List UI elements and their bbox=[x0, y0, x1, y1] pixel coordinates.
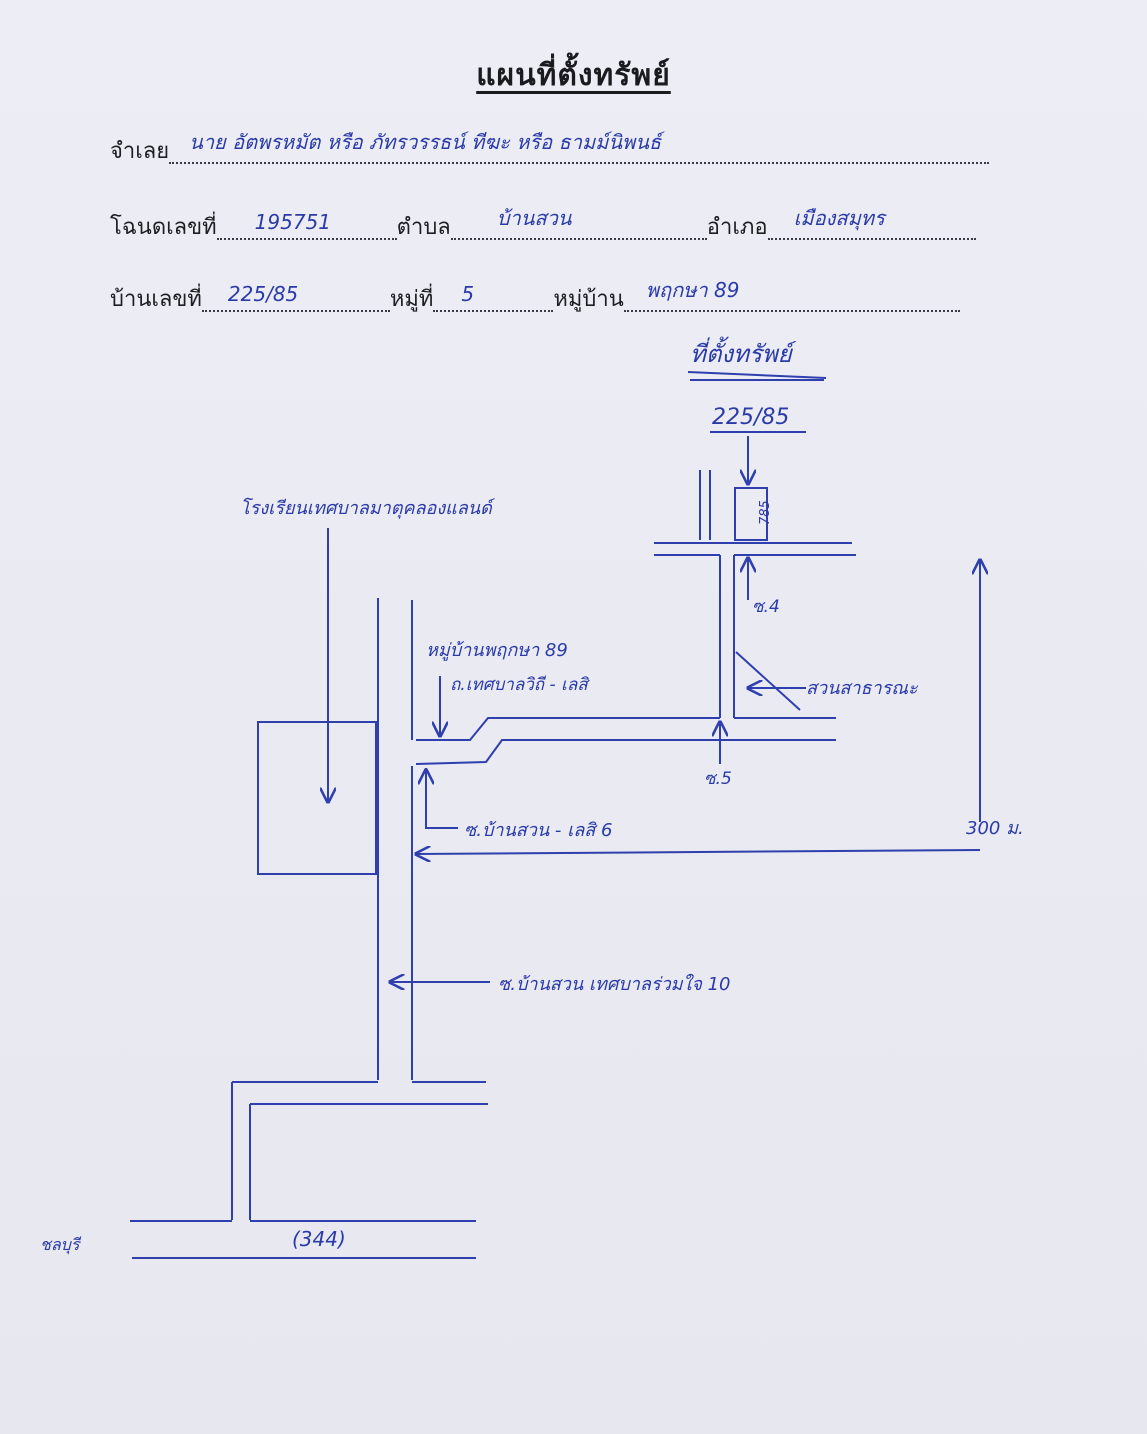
village-road-label: ถ.เทศบาลวิถี - เลสิ bbox=[450, 675, 590, 695]
defendant-value: นาย อัตพรหมัต หรือ ภัทรวรรธน์ ทีฆะ หรือ … bbox=[189, 130, 662, 154]
village-line: พฤกษา 89 bbox=[623, 278, 960, 312]
page-title: แผนที่ตั้งทรัพย์ bbox=[476, 58, 671, 93]
village-road-upper bbox=[416, 717, 720, 741]
property-label: ที่ตั้งทรัพย์ bbox=[690, 336, 797, 368]
tambon-line: บ้านสวน bbox=[450, 206, 707, 240]
tambon-label: ตำบล bbox=[396, 215, 451, 240]
village-label: หมู่บ้าน bbox=[553, 287, 624, 312]
village-value: พฤกษา 89 bbox=[645, 278, 740, 302]
soi-4-label: ซ.4 bbox=[752, 597, 780, 617]
plot-number: 785 bbox=[758, 500, 773, 525]
highway-label: (344) bbox=[292, 1227, 346, 1251]
village-road-lower bbox=[415, 739, 836, 765]
distance-label: 300 ม. bbox=[966, 818, 1024, 839]
property-underline bbox=[687, 371, 827, 379]
soi-6-bracket bbox=[425, 768, 458, 829]
amphoe-label: อำเภอ bbox=[706, 215, 768, 240]
garden-diagonal bbox=[735, 651, 801, 711]
amphoe-line: เมืองสมุทร bbox=[767, 206, 976, 240]
deed-line: 195751 bbox=[216, 208, 397, 240]
plot-box bbox=[734, 487, 768, 541]
garden-label: สวนสาธารณะ bbox=[806, 678, 919, 699]
house-no-label: บ้านเลขที่ bbox=[110, 287, 202, 312]
school-label: โรงเรียนเทศบาลมาตุคลองแลนด์ bbox=[240, 497, 496, 519]
house-no-value: 225/85 bbox=[227, 282, 299, 306]
moo-line: 5 bbox=[433, 280, 554, 312]
defendant-label: จำเลย bbox=[110, 139, 170, 164]
moo-label: หมู่ที่ bbox=[389, 287, 434, 312]
address-row: บ้านเลขที่ 225/85 หมู่ที่ 5 หมู่บ้าน พฤก… bbox=[110, 278, 960, 316]
deed-row: โฉนดเลขที่ 195751 ตำบล บ้านสวน อำเภอ เมื… bbox=[110, 206, 976, 244]
school-box bbox=[257, 721, 377, 875]
tambon-value: บ้านสวน bbox=[496, 206, 572, 230]
soi-6-label: ซ.บ้านสวน - เลสิ 6 bbox=[464, 820, 612, 841]
defendant-field: จำเลย นาย อัตพรหมัต หรือ ภัทรวรรธน์ ทีฆะ… bbox=[110, 130, 990, 168]
distance-horizontal-arrow bbox=[416, 850, 981, 854]
soi-5-label: ซ.5 bbox=[704, 769, 732, 789]
house-number-label: 225/85 bbox=[712, 405, 789, 430]
direction-label: ชลบุรี bbox=[40, 1235, 82, 1255]
moo-value: 5 bbox=[461, 282, 475, 306]
deed-value: 195751 bbox=[254, 210, 332, 234]
soi-10-label: ซ.บ้านสวน เทศบาลร่วมใจ 10 bbox=[498, 973, 731, 995]
amphoe-value: เมืองสมุทร bbox=[793, 206, 885, 230]
village-map-label: หมู่บ้านพฤกษา 89 bbox=[426, 640, 568, 661]
house-no-line: 225/85 bbox=[201, 280, 390, 312]
defendant-line: นาย อัตพรหมัต หรือ ภัทรวรรธน์ ทีฆะ หรือ … bbox=[169, 130, 990, 164]
deed-label: โฉนดเลขที่ bbox=[110, 215, 217, 240]
